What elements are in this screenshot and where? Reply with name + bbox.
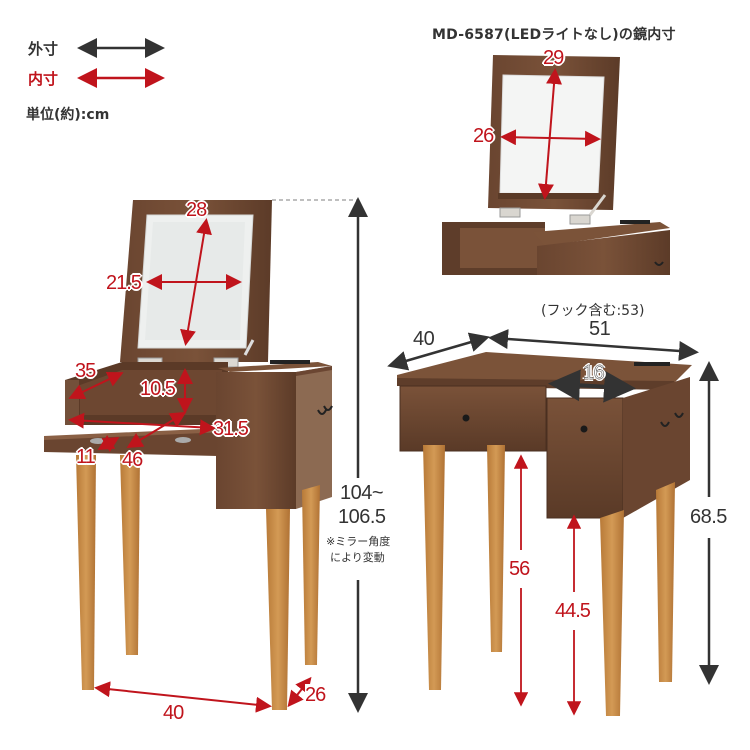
leg-span-depth-label: 26: [305, 684, 326, 707]
hook-included-note: (フック含む:53): [541, 303, 645, 319]
right-dresser-image: [387, 329, 719, 716]
inset-mirror-height-label: 29: [543, 47, 564, 69]
under-side-drawer-height-label: 44.5: [555, 600, 591, 623]
unit-label: 単位(約):cm: [26, 107, 110, 123]
compartment-depth-label: 35: [75, 360, 96, 382]
legend-outer-label: 外寸: [28, 40, 59, 58]
inset-mirror-width-label: 26: [473, 125, 494, 147]
right-total-height-label: 68.5: [690, 506, 727, 529]
total-height-line1: 104~: [340, 482, 384, 505]
right-depth-label: 40: [413, 328, 435, 350]
mirror-angle-note-line1: ※ミラー角度: [326, 534, 391, 549]
legend-inner-label: 内寸: [28, 70, 59, 88]
total-height-line2: 106.5: [338, 506, 386, 529]
left-mirror-width-label: 21.5: [106, 272, 142, 294]
mirror-angle-note-line2: により変動: [330, 550, 385, 565]
inset-caption: MD-6587(LEDライトなし)の鏡内寸: [432, 27, 676, 43]
side-drawer-width-label: 16: [583, 362, 605, 385]
compartment-height-label: 10.5: [140, 378, 176, 400]
inset-dresser-image: [442, 55, 670, 275]
left-mirror-height-label: 28: [186, 199, 207, 221]
left-dresser-image: [44, 197, 368, 713]
compartment-width-label: 31.5: [213, 418, 249, 440]
tray-width-label: 46: [122, 449, 143, 471]
tray-depth-label: 11: [76, 446, 96, 468]
leg-span-width-label: 40: [163, 702, 184, 725]
right-width-label: 51: [589, 318, 611, 340]
under-drawer-height-label: 56: [509, 558, 530, 581]
